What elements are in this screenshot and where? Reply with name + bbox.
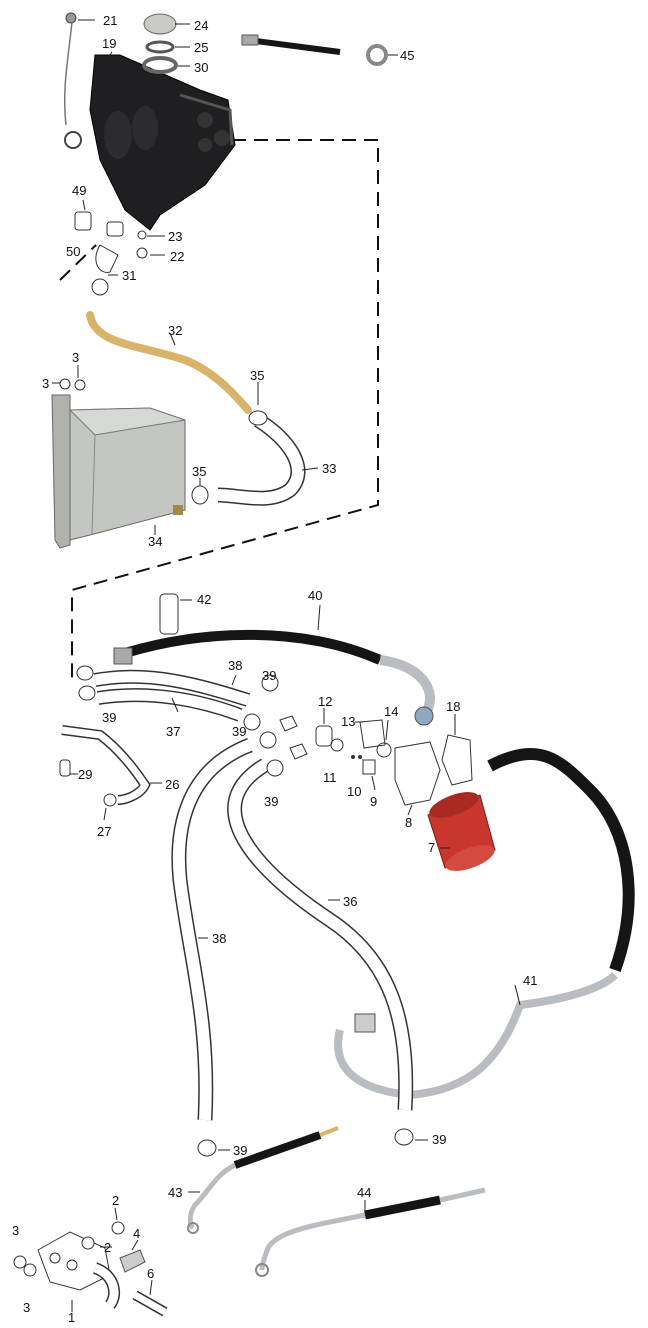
connecting-hose[interactable] [217,413,306,506]
callout-43: 43 [168,1185,182,1200]
callout-38b: 38 [212,931,226,946]
callout-36: 36 [343,894,357,909]
callout-14: 14 [384,704,398,719]
oil-hose-36[interactable] [227,758,414,1111]
callout-25: 25 [194,40,208,55]
callout-33: 33 [322,461,336,476]
filler-neck-ring[interactable] [142,56,178,74]
callout-37: 37 [166,724,180,739]
callout-26: 26 [165,777,179,792]
callout-39d: 39 [264,794,278,809]
callout-2b: 2 [104,1240,111,1255]
breather-line-26[interactable] [61,725,151,805]
callout-41: 41 [523,973,537,988]
callout-labels: 21 24 19 25 30 45 49 23 50 22 31 32 3 35… [12,13,537,1325]
callout-1: 1 [68,1310,75,1325]
lower-hose-clamps[interactable] [197,1128,414,1157]
dipstick[interactable] [63,12,82,149]
callout-40: 40 [308,588,322,603]
callout-4: 4 [133,1226,140,1241]
pressure-hose-40[interactable] [113,629,435,726]
callout-9: 9 [370,794,377,809]
callout-45: 45 [400,48,414,63]
feed-line-44[interactable] [255,1187,486,1277]
callout-6: 6 [147,1266,154,1281]
leader-lines [52,19,521,1312]
callout-39a: 39 [262,668,276,683]
callout-10: 10 [347,784,361,799]
callout-2a: 2 [112,1193,119,1208]
scavenge-line-43[interactable] [187,1126,339,1234]
callout-30: 30 [194,60,208,75]
filler-cap[interactable] [143,13,177,35]
callout-39c: 39 [232,724,246,739]
callout-50: 50 [66,244,80,259]
dashed-routing-line [59,139,379,680]
tank-fittings[interactable] [74,211,148,296]
oil-tank[interactable] [89,54,236,231]
breather-hose[interactable] [241,34,388,66]
callout-42: 42 [197,592,211,607]
return-tube[interactable] [86,311,252,414]
callout-11: 11 [323,770,337,785]
thermostat-housing[interactable] [315,719,473,806]
callout-19: 19 [102,36,116,51]
pump-fittings[interactable] [13,1221,168,1317]
callout-31: 31 [122,268,136,283]
callout-21: 21 [103,13,117,28]
callout-3c: 3 [12,1223,19,1238]
callout-18: 18 [446,699,460,714]
callout-3d: 3 [23,1300,30,1315]
cap-gasket[interactable] [145,40,175,54]
oil-filter[interactable] [426,787,498,877]
callout-12: 12 [318,694,332,709]
callout-49: 49 [72,183,86,198]
callout-35b: 35 [192,464,206,479]
callout-3b: 3 [42,376,49,391]
rubber-bracket[interactable] [159,593,179,635]
callout-38a: 38 [228,658,242,673]
oil-hose-38-upper[interactable] [93,669,251,707]
callout-3a: 3 [72,350,79,365]
callout-34: 34 [148,534,162,549]
callout-22: 22 [170,249,184,264]
oil-hose-38-lower[interactable] [171,738,253,1121]
oil-pump[interactable] [37,1231,121,1309]
oil-cooler[interactable] [51,394,186,549]
callout-13: 13 [341,714,355,729]
cooler-nuts[interactable] [59,378,86,391]
oil-hose-37[interactable] [96,688,243,722]
callout-24: 24 [194,18,208,33]
callout-8: 8 [405,815,412,830]
small-parts-cluster[interactable] [59,665,308,807]
callout-29: 29 [78,767,92,782]
callout-27: 27 [97,824,111,839]
callout-32: 32 [168,323,182,338]
callout-7: 7 [428,840,435,855]
callout-39e: 39 [432,1132,446,1147]
hose-clamp[interactable] [191,410,268,505]
callout-35a: 35 [250,368,264,383]
callout-39b: 39 [102,710,116,725]
callout-39f: 39 [233,1143,247,1158]
callout-23: 23 [168,229,182,244]
pressure-hose-41[interactable] [334,748,635,1100]
callout-44: 44 [357,1185,371,1200]
